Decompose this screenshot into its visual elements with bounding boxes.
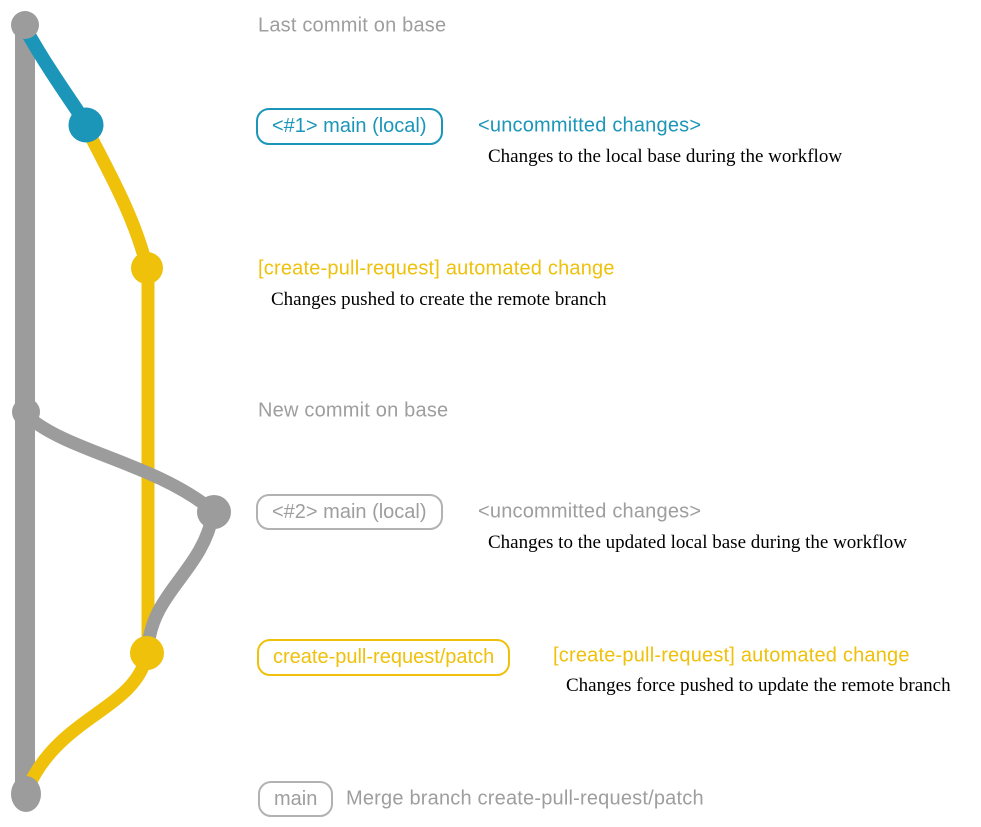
note-changes-pushed: Changes pushed to create the remote bran… [271,289,607,310]
label-uncommitted-changes-1: <uncommitted changes> [478,114,702,137]
badge-main-local-2-label: <#2> main (local) [272,500,427,523]
note-local-base-changes: Changes to the local base during the wor… [488,146,843,167]
label-automated-change-2: [create-pull-request] automated change [553,644,910,667]
badge-create-pull-request-patch-label: create-pull-request/patch [273,646,495,668]
rebase-curve-to-remote-branch [141,507,220,655]
badge-main: main [258,781,334,817]
badge-main-local-2: <#2> main (local) [256,494,443,530]
commit-dot-last-base [11,11,39,39]
badge-create-pull-request-patch: create-pull-request/patch [257,639,511,676]
commit-dot-automated-change-2 [130,636,164,670]
badge-main-local-1: <#1> main (local) [256,108,443,145]
label-new-commit-on-base: New commit on base [258,399,449,422]
badge-main-local-1-label: <#1> main (local) [272,115,427,137]
commit-dot-new-base [12,398,40,426]
badge-main-label: main [274,787,318,810]
commit-dot-local-main-1 [68,107,104,143]
label-uncommitted-changes-2: <uncommitted changes> [478,500,702,523]
commit-dot-local-main-2 [197,495,231,529]
commit-dot-merge [11,776,41,812]
label-merge-branch: Merge branch create-pull-request/patch [346,787,704,810]
label-last-commit-on-base: Last commit on base [258,14,447,37]
note-changes-force-pushed: Changes force pushed to update the remot… [566,675,951,696]
merge-curve-to-base [20,647,154,797]
rebase-curve-to-local-main-2 [20,409,219,517]
commit-dot-automated-change-1 [131,252,163,284]
remote-branch-create-curve [78,118,153,271]
git-graph [11,11,231,812]
note-updated-local-base-changes: Changes to the updated local base during… [488,532,907,553]
label-automated-change-1: [create-pull-request] automated change [258,257,615,280]
